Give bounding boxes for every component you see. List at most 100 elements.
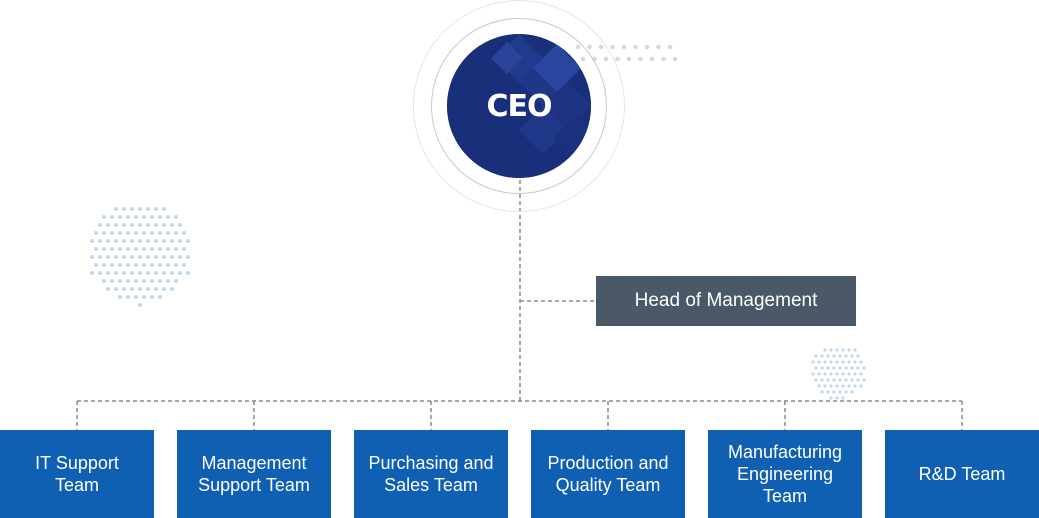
team-label: IT Support Team (35, 453, 119, 495)
head-of-management-node: Head of Management (596, 276, 856, 326)
decorative-dot (102, 279, 106, 283)
decorative-dot (832, 390, 836, 394)
decorative-dot (146, 207, 150, 211)
decorative-dot (844, 354, 848, 358)
decorative-dot (158, 295, 162, 299)
decorative-dot (122, 287, 126, 291)
decorative-dot (826, 354, 830, 358)
decorative-dot (174, 247, 178, 251)
decorative-dot (838, 366, 842, 370)
decorative-dot (142, 247, 146, 251)
decorative-dot (847, 384, 851, 388)
decorative-dot (832, 378, 836, 382)
decorative-dot (154, 287, 158, 291)
decorative-dot (174, 263, 178, 267)
decorative-dot (859, 372, 863, 376)
decorative-dot (811, 372, 815, 376)
decorative-dot (150, 231, 154, 235)
decorative-dot (138, 287, 142, 291)
decorative-dot (859, 360, 863, 364)
decorative-dot (182, 247, 186, 251)
decorative-dot (146, 223, 150, 227)
decorative-dot (182, 231, 186, 235)
decorative-dot (130, 287, 134, 291)
decorative-dot (130, 255, 134, 259)
decorative-dot (162, 255, 166, 259)
decorative-dot (154, 271, 158, 275)
decorative-dot (114, 207, 118, 211)
decorative-dot (154, 255, 158, 259)
decorative-dot (633, 44, 638, 50)
ceo-inner-ring (431, 18, 607, 194)
decorative-dot (138, 303, 142, 307)
decorative-dot (838, 390, 842, 394)
decorative-dot (94, 263, 98, 267)
decorative-dot (110, 231, 114, 235)
decorative-dot (150, 279, 154, 283)
decorative-dot (814, 366, 818, 370)
decorative-dot (856, 378, 860, 382)
decorative-dot (102, 263, 106, 267)
decorative-dot (823, 360, 827, 364)
decorative-dot (98, 271, 102, 275)
decorative-dot (835, 396, 839, 400)
decorative-dot (162, 287, 166, 291)
decorative-dot (138, 207, 142, 211)
decorative-dot (820, 366, 824, 370)
decorative-dot (138, 271, 142, 275)
decorative-dot (126, 295, 130, 299)
decorative-dot (122, 271, 126, 275)
ceo-outer-ring (413, 0, 625, 212)
decorative-dot (134, 231, 138, 235)
decorative-dot (150, 247, 154, 251)
decorative-dot (644, 44, 650, 50)
dot-cluster-right (811, 348, 866, 400)
decorative-dot (126, 263, 130, 267)
decorative-dot (820, 378, 824, 382)
decorative-dot (835, 360, 839, 364)
decorative-dot (841, 372, 845, 376)
decorative-dot (154, 223, 158, 227)
decorative-dot (835, 372, 839, 376)
decorative-dot (106, 223, 110, 227)
decorative-dot (142, 279, 146, 283)
decorative-dot (823, 348, 827, 352)
decorative-dot (114, 271, 118, 275)
decorative-dot (661, 56, 666, 62)
decorative-dot (126, 279, 130, 283)
decorative-dot (158, 247, 162, 251)
decorative-dot (847, 360, 851, 364)
decorative-dot (170, 271, 174, 275)
decorative-dot (114, 255, 118, 259)
decorative-dot (170, 223, 174, 227)
decorative-dot (130, 239, 134, 243)
decorative-dot (841, 348, 845, 352)
dot-cluster-left (90, 207, 190, 307)
decorative-dot (106, 255, 110, 259)
decorative-dot (817, 360, 821, 364)
decorative-dot (853, 372, 857, 376)
decorative-dot (850, 390, 854, 394)
decorative-dot (832, 354, 836, 358)
decorative-dot (174, 231, 178, 235)
decorative-dot (106, 239, 110, 243)
decorative-dot (102, 215, 106, 219)
ceo-label: CEO (486, 88, 552, 124)
decorative-dot (130, 223, 134, 227)
team-label: Production and Quality Team (547, 453, 669, 495)
decorative-dot (817, 372, 821, 376)
decorative-dot (186, 255, 190, 259)
decorative-dot (142, 215, 146, 219)
decorative-dot (110, 215, 114, 219)
decorative-dot (835, 384, 839, 388)
decorative-dot (170, 287, 174, 291)
decorative-dot (130, 271, 134, 275)
decorative-dot (146, 239, 150, 243)
team-label: R&D Team (918, 464, 1006, 484)
decorative-dot (853, 360, 857, 364)
decorative-dot (98, 223, 102, 227)
team-node-rnd: R&D Team (885, 430, 1039, 518)
decorative-dot (158, 231, 162, 235)
